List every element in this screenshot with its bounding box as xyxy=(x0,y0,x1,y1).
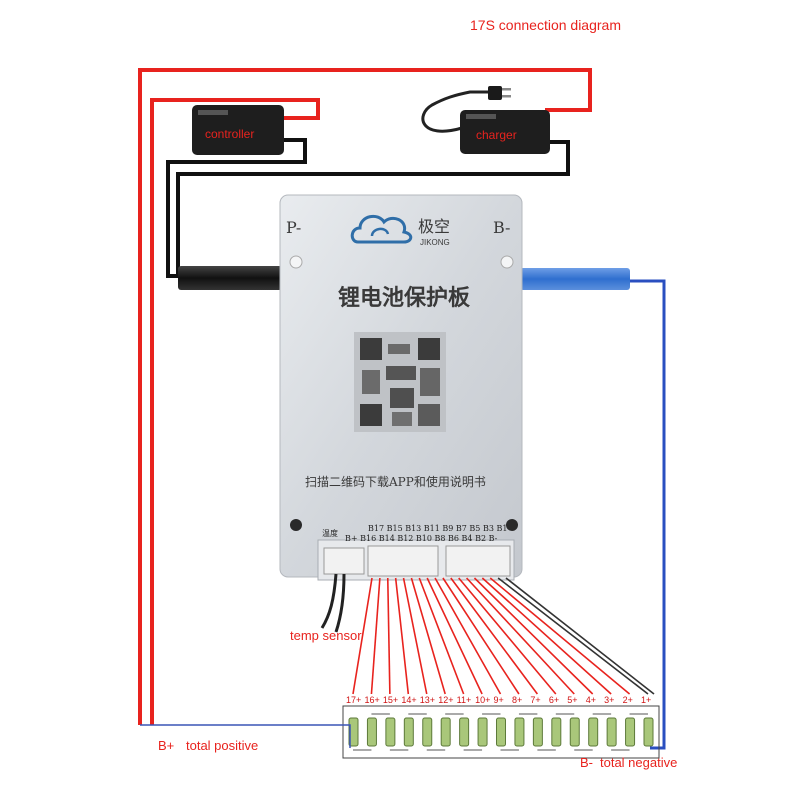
b-plus-label: B+ xyxy=(158,738,174,753)
controller-negative-wire xyxy=(166,138,307,278)
balance-wire xyxy=(418,577,465,695)
controller-positive-wire xyxy=(150,98,320,725)
battery-cell xyxy=(348,717,359,747)
balance-wire xyxy=(458,577,557,695)
battery-cell xyxy=(588,717,599,747)
balance-wire xyxy=(497,577,649,695)
battery-cell xyxy=(551,717,562,747)
screw-top-right xyxy=(500,255,514,269)
balance-wire xyxy=(370,577,381,695)
cell-label: 6+ xyxy=(549,695,559,705)
brand-cn: 极空 xyxy=(418,217,450,236)
balance-wire xyxy=(352,577,373,695)
positive-wire xyxy=(138,68,592,725)
cell-label: 17+ xyxy=(346,695,361,705)
battery-cell xyxy=(385,717,396,747)
balance-wire xyxy=(450,577,539,695)
cloud-logo-icon xyxy=(350,214,413,244)
battery-cell xyxy=(625,717,636,747)
controller-label: controller xyxy=(205,127,254,141)
balance-wire xyxy=(394,577,410,695)
p-minus-label: P- xyxy=(286,218,301,237)
screw-top-left xyxy=(289,255,303,269)
battery-cell xyxy=(422,717,433,747)
charger-box: charger xyxy=(460,110,550,154)
pins-top-label: B17 B15 B13 B11 B9 B7 B5 B3 B1 xyxy=(368,524,507,533)
battery-cell xyxy=(643,717,654,747)
battery-cell xyxy=(532,717,543,747)
b-minus-label: B- xyxy=(580,755,593,770)
pins-bottom-label: B+ B16 B14 B12 B10 B8 B6 B4 B2 B- xyxy=(345,534,498,543)
cell-label: 1+ xyxy=(641,695,651,705)
brand-en: JIKONG xyxy=(420,238,450,247)
balance-wire xyxy=(473,577,594,695)
screw-bottom-right xyxy=(506,519,518,531)
balance-wire xyxy=(402,577,428,695)
screw-bottom-left xyxy=(290,519,302,531)
battery-cell xyxy=(569,717,580,747)
battery-pack: 17+16+ 15+14+ 13+12+ 11+10+ 9+ 8+ 7+ 6+ 5+ 4+ 3+ 2+… xyxy=(342,695,660,759)
cell-label: 10+ xyxy=(475,695,490,705)
battery-cell xyxy=(477,717,488,747)
temp-sensor-label: temp sensor xyxy=(290,628,362,643)
total-positive-wire xyxy=(140,724,351,748)
balance-wires xyxy=(352,577,655,695)
b-minus-cable xyxy=(520,268,630,290)
temp-sensor-wire-2 xyxy=(334,573,346,633)
balance-wire xyxy=(466,577,575,695)
cell-label: 4+ xyxy=(586,695,596,705)
cell-label: 8+ xyxy=(512,695,522,705)
battery-cell xyxy=(606,717,617,747)
b-minus-label-board: B- xyxy=(493,218,510,237)
cell-label: 7+ xyxy=(530,695,540,705)
board-title: 锂电池保护板 xyxy=(338,285,471,311)
temp-sensor-wire-1 xyxy=(320,573,338,629)
charger-label: charger xyxy=(476,128,517,142)
charger-power-cord xyxy=(421,90,488,133)
diagram-title: 17S connection diagram xyxy=(470,17,621,33)
cell-label: 2+ xyxy=(623,695,633,705)
battery-pack-frame xyxy=(342,705,660,759)
temp-connector xyxy=(323,547,365,575)
charger-negative-wire xyxy=(176,140,570,276)
temp-cn-label: 温度 xyxy=(322,528,338,538)
battery-cell xyxy=(459,717,470,747)
total-positive-label: total positive xyxy=(186,738,258,753)
balance-wire xyxy=(434,577,502,695)
cell-label: 14+ xyxy=(401,695,416,705)
cell-label: 9+ xyxy=(494,695,504,705)
balance-wire xyxy=(489,577,631,695)
battery-cell xyxy=(403,717,414,747)
balance-wire xyxy=(410,577,446,695)
cell-label: 13+ xyxy=(420,695,435,705)
cell-label: 16+ xyxy=(364,695,379,705)
cell-label: 12+ xyxy=(438,695,453,705)
battery-cell xyxy=(514,717,525,747)
battery-cell xyxy=(496,717,506,747)
controller-box: controller xyxy=(192,105,284,155)
balance-connector-left xyxy=(367,545,439,577)
negative-wire xyxy=(630,279,666,750)
total-negative-label: total negative xyxy=(600,755,677,770)
protection-board: 极空 JIKONG P- B- 锂电池保护板 扫描二维码下载APP和使用说明书 … xyxy=(279,194,523,581)
cell-label: 15+ xyxy=(383,695,398,705)
cell-label: 5+ xyxy=(567,695,577,705)
balance-wire xyxy=(386,577,391,695)
p-minus-cable xyxy=(178,266,282,290)
cell-label: 3+ xyxy=(604,695,614,705)
battery-cell xyxy=(366,717,377,747)
balance-wire-b-minus xyxy=(505,577,655,695)
balance-wire xyxy=(442,577,520,695)
qr-code xyxy=(354,332,446,432)
power-plug-icon xyxy=(488,86,511,100)
battery-cell xyxy=(440,717,451,747)
balance-wire xyxy=(481,577,612,695)
scan-instruction: 扫描二维码下载APP和使用说明书 xyxy=(305,474,486,489)
balance-connector-right xyxy=(445,545,511,577)
cell-label: 11+ xyxy=(457,695,472,705)
balance-wire xyxy=(426,577,483,695)
